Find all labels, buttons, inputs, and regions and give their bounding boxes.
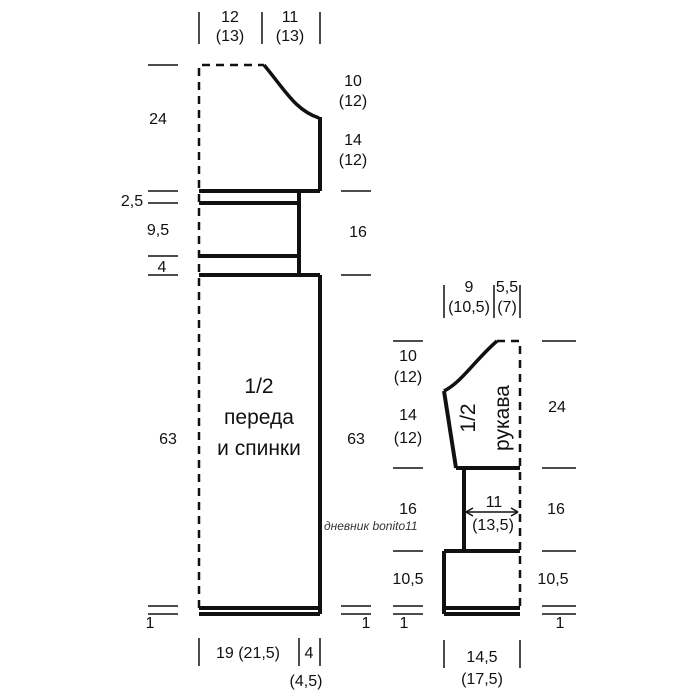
body-height-24: 24 [149,111,167,128]
body-top-width-left-alt: (13) [216,28,244,45]
sleeve-dashed-outline [497,339,522,608]
sleeve-cap-curve [443,339,499,393]
body-title-line3: и спинки [217,437,301,460]
body-height-10-alt: (12) [339,93,367,110]
body-height-4: 4 [158,259,167,276]
body-panel [197,63,322,616]
sleeve-title-line1: 1/2 [457,403,480,432]
sleeve-height-10-5-right: 10,5 [537,571,568,588]
sleeve-mid-width: 11 [486,494,503,511]
body-bottom-width-left: 19 (21,5) [216,645,280,662]
sleeve-top-width-right-alt: (7) [497,299,517,316]
body-height-63-left: 63 [159,431,177,448]
sleeve-bottom-width-alt: (17,5) [461,671,503,688]
watermark: дневник bonito11 [324,519,418,533]
sleeve-height-10-5-left: 10,5 [392,571,423,588]
body-height-10: 10 [344,73,362,90]
sleeve-height-14: 14 [399,407,417,424]
sleeve-height-10-alt: (12) [394,369,422,386]
body-title-line2: переда [224,406,294,429]
sleeve-height-1-left: 1 [400,615,409,632]
body-top-width-left: 12 [221,9,239,26]
body-top-width-right-alt: (13) [276,28,304,45]
body-height-1-left: 1 [146,615,155,632]
sleeve-cap-slant [442,390,458,469]
sleeve-title-line2-wrap: рукава [491,385,514,451]
body-height-14: 14 [344,132,362,149]
sleeve-mid-width-alt: (13,5) [472,517,514,534]
sleeve-height-16-left: 16 [399,501,417,518]
sleeve-height-10: 10 [399,348,417,365]
sleeve-top-width-right: 5,5 [496,279,518,296]
body-title-line1: 1/2 [244,375,273,398]
body-height-63-right: 63 [347,431,365,448]
body-height-2-5: 2,5 [121,193,143,210]
sleeve-top-width-left: 9 [465,279,474,296]
sleeve-panel [442,339,522,616]
body-bottom-width-right: 4 [305,645,314,662]
sleeve-height-1-right: 1 [556,615,565,632]
body-neckline [262,63,320,120]
sleeve-height-16-right: 16 [547,501,565,518]
sleeve-height-14-alt: (12) [394,430,422,447]
body-labels: 12 (13) 11 (13) 24 2,5 9,5 4 63 1 10 (12… [121,9,371,690]
sleeve-bottom-width: 14,5 [466,649,497,666]
sleeve-title-line2: рукава [491,385,514,451]
body-height-14-alt: (12) [339,152,367,169]
body-dimension-ticks [148,12,371,666]
body-dashed-outline [197,63,264,608]
body-height-16: 16 [349,224,367,241]
sleeve-labels: 9 (10,5) 5,5 (7) 10 (12) 14 (12) 16 10,5… [392,279,568,688]
body-height-1-right: 1 [362,615,371,632]
body-top-width-right: 11 [282,9,299,26]
body-bottom-width-right-alt: (4,5) [290,673,323,690]
body-height-9-5: 9,5 [147,222,169,239]
sleeve-top-width-left-alt: (10,5) [448,299,490,316]
sleeve-dimension-ticks [393,285,576,668]
sleeve-title-line1-wrap: 1/2 [457,403,480,432]
sleeve-height-24: 24 [548,399,566,416]
